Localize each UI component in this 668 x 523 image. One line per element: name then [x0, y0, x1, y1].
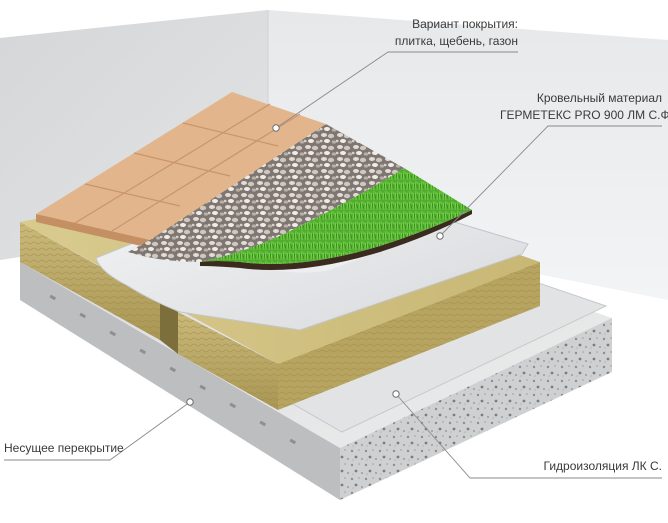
insulation-side-fiber: [278, 262, 540, 410]
label-coating-line1: Вариант покрытия:: [412, 17, 518, 31]
label-roofing-line1: Кровельный материал: [536, 91, 662, 105]
label-waterproofing: Гидроизоляция ЛК С.: [500, 458, 662, 475]
callout-dots: [186, 124, 444, 406]
label-load-bearing-slab: Несущее перекрытие: [4, 440, 124, 457]
callout-dot-waterproofing: [392, 390, 400, 398]
insulation-front-left-fiber: [20, 222, 160, 340]
tile-grid: [74, 103, 301, 232]
label-waterproofing-text: Гидроизоляция ЛК С.: [543, 459, 662, 473]
callout-dot-coating: [272, 124, 280, 132]
slab-side-face: [340, 318, 612, 500]
grass-soil-edge: [200, 210, 472, 270]
tile-front-edge: [36, 214, 150, 248]
label-load-bearing-text: Несущее перекрытие: [4, 441, 124, 455]
callout-dot-roofing: [436, 232, 444, 240]
label-roofing-line2: ГЕРМЕТЕКС PRO 900 ЛМ С.Ф: [500, 108, 668, 122]
callout-lines: [4, 51, 662, 479]
insulation-gap: [160, 300, 178, 354]
insulation-front-right-fiber: [178, 312, 278, 410]
label-roofing-material: Кровельный материал ГЕРМЕТЕКС PRO 900 ЛМ…: [500, 90, 668, 124]
gravel-surface: [128, 124, 404, 262]
callout-dot-load-bearing: [186, 398, 194, 406]
slab-front-face: [20, 262, 340, 500]
label-coating-line2: плитка, щебень, газон: [394, 34, 518, 48]
grass-surface: [200, 168, 472, 264]
label-coating-option: Вариант покрытия: плитка, щебень, газон: [392, 16, 518, 50]
slab-front-marks: [49, 294, 297, 445]
